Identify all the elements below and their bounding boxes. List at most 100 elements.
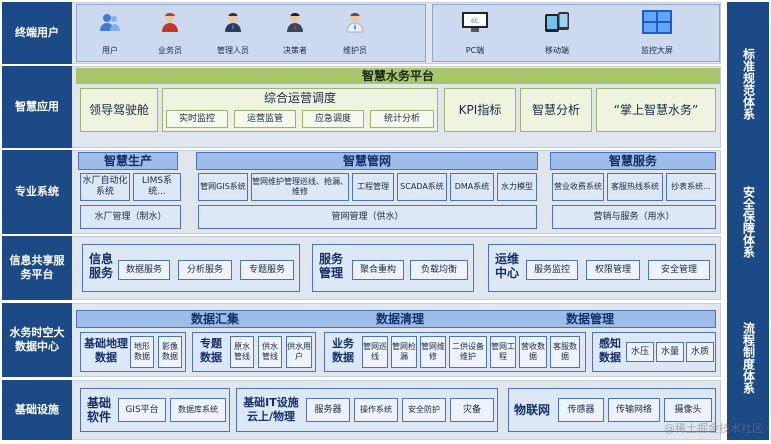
salesperson-icon — [155, 10, 185, 34]
gis-platform-box[interactable]: GIS平台 — [118, 398, 166, 422]
network-management-bar[interactable]: 管网管理（供水） — [198, 205, 537, 229]
data-manage-title: 数据管理 — [565, 312, 614, 326]
infra-label: 基础设施 — [2, 380, 72, 440]
geo-data-title: 基础地理数据 — [84, 337, 128, 364]
topic-data-title: 专题数据 — [200, 337, 222, 364]
hotline-system-box[interactable]: 客服热线系统 — [607, 173, 663, 201]
database-system-box[interactable]: 数据库系统 — [170, 398, 226, 422]
data-service-box[interactable]: 数据服务 — [118, 260, 170, 280]
volume-box[interactable]: 水量 — [656, 342, 684, 362]
aggregation-box[interactable]: 聚合重构 — [352, 260, 404, 280]
service-mgmt-title: 服务管理 — [318, 252, 343, 280]
pc-caption: PC端 — [465, 46, 485, 55]
cockpit-box[interactable]: 领导驾驶舱 — [80, 88, 158, 132]
marketing-service-bar[interactable]: 营销与服务（用水） — [552, 205, 716, 229]
smart-network-title: 智慧管网 — [196, 152, 538, 170]
network-maintenance-box[interactable]: 管网维护管理巡线、抢漏、维修 — [251, 173, 349, 201]
service-monitor-box[interactable]: 服务监控 — [526, 260, 578, 280]
ops-item-realtime[interactable]: 实时监控 — [166, 110, 228, 128]
infra-text: 基础设施 — [15, 403, 59, 416]
disaster-backup-box[interactable]: 灾备 — [450, 398, 494, 422]
mobile-icon — [540, 10, 574, 34]
imagery-data-box[interactable]: 影像数据 — [158, 336, 182, 368]
mobile-water-box[interactable]: “掌上智慧水务” — [596, 88, 716, 132]
business-data-title: 业务数据 — [332, 337, 354, 364]
dma-box[interactable]: DMA系统 — [450, 173, 494, 201]
analysis-service-box[interactable]: 分析服务 — [178, 260, 232, 280]
manager-caption: 管理人员 — [217, 46, 249, 55]
engineering-mgmt-box[interactable]: 工程管理 — [352, 173, 394, 201]
terminal-users-label: 终端用户 — [2, 2, 72, 64]
plant-management-bar[interactable]: 水厂管理（制水） — [80, 205, 181, 229]
camera-box[interactable]: 摄像头 — [664, 398, 712, 422]
data-pipeline-header — [76, 310, 716, 328]
standards-system-label: 标准规范体系 — [741, 48, 756, 120]
hydraulic-model-box[interactable]: 水力模型 — [497, 173, 537, 201]
smart-apps-label: 智慧应用 — [2, 66, 72, 148]
info-service-title: 信息服务 — [88, 252, 113, 280]
mobile-caption: 移动端 — [545, 46, 569, 55]
iot-title: 物联网 — [513, 403, 550, 417]
smart-production-title: 智慧生产 — [78, 152, 178, 170]
cs-data-box[interactable]: 客服数据 — [550, 336, 580, 368]
supply-user-box[interactable]: 供水用户 — [286, 336, 312, 368]
topic-service-box[interactable]: 专题服务 — [240, 260, 294, 280]
security-mgmt-box[interactable]: 安全管理 — [648, 260, 710, 280]
ops-center-title: 运维中心 — [494, 252, 519, 280]
revenue-data-box[interactable]: 营收数据 — [519, 336, 547, 368]
terrain-data-box[interactable]: 地形数据 — [130, 336, 154, 368]
meter-reading-box[interactable]: 抄表系统... — [666, 173, 716, 201]
scada-box[interactable]: SCADA系统 — [397, 173, 447, 201]
decision-maker-caption: 决策者 — [283, 46, 307, 55]
smart-analysis-box[interactable]: 智慧分析 — [520, 88, 592, 132]
info-share-label: 信息共享服务平台 — [2, 236, 72, 300]
patrol-box[interactable]: 管网巡线 — [362, 336, 388, 368]
repair-box[interactable]: 管网维修 — [420, 336, 446, 368]
plant-automation-box[interactable]: 水厂自动化系统 — [80, 173, 130, 201]
manager-icon — [218, 10, 248, 34]
ops-item-statistics[interactable]: 统计分析 — [370, 110, 434, 128]
side-systems-bar: 标准规范体系 安全保障体系 流程制度体系 — [727, 2, 769, 440]
security-protection-box[interactable]: 安全防护 — [402, 398, 446, 422]
permission-mgmt-box[interactable]: 权限管理 — [586, 260, 640, 280]
lims-box[interactable]: LIMS系统... — [133, 173, 181, 201]
network-gis-box[interactable]: 管网GIS系统 — [198, 173, 248, 201]
transmission-network-box[interactable]: 传输网络 — [608, 398, 660, 422]
network-project-box[interactable]: 管网工程 — [490, 336, 516, 368]
pro-systems-text: 专业系统 — [15, 185, 59, 198]
salesperson-caption: 业务员 — [158, 46, 182, 55]
smart-service-title: 智慧服务 — [550, 152, 716, 170]
os-box[interactable]: 操作系统 — [354, 398, 398, 422]
maintainer-icon — [340, 10, 370, 34]
load-balance-box[interactable]: 负载均衡 — [410, 260, 468, 280]
pressure-box[interactable]: 水压 — [626, 342, 654, 362]
maintainer-caption: 维护员 — [343, 46, 367, 55]
leak-detect-box[interactable]: 管网检漏 — [391, 336, 417, 368]
it-infra-title: 基础IT设施云上/物理 — [243, 396, 299, 423]
bigdata-text: 水务时空大数据中心 — [9, 326, 65, 353]
ops-item-supervision[interactable]: 运营监管 — [234, 110, 296, 128]
pc-icon: 6C — [458, 10, 492, 34]
security-system-label: 安全保障体系 — [741, 186, 756, 258]
smart-apps-text: 智慧应用 — [15, 100, 59, 113]
monitor-wall-caption: 监控大屏 — [641, 46, 673, 55]
ops-item-emergency[interactable]: 应急调度 — [302, 110, 364, 128]
base-software-title: 基础软件 — [86, 396, 111, 424]
ops-dispatch-title: 综合运营调度 — [263, 91, 336, 105]
billing-system-box[interactable]: 营业收费系统 — [552, 173, 604, 201]
server-box[interactable]: 服务器 — [306, 398, 350, 422]
smart-water-platform-title: 智慧水务平台 — [76, 68, 720, 84]
quality-box[interactable]: 水质 — [686, 342, 714, 362]
sensor-box[interactable]: 传感器 — [558, 398, 604, 422]
svg-text:6C: 6C — [471, 18, 479, 25]
user-icon — [95, 10, 125, 34]
data-collect-title: 数据汇集 — [190, 312, 239, 326]
raw-water-pipe-box[interactable]: 原水管线 — [230, 336, 254, 368]
secondary-supply-box[interactable]: 二供设备维护 — [449, 336, 487, 368]
supply-pipe-box[interactable]: 供水管线 — [258, 336, 282, 368]
kpi-box[interactable]: KPI指标 — [444, 88, 516, 132]
watermark: @稀土掘金技术社区 — [664, 422, 763, 435]
decision-maker-icon — [280, 10, 310, 34]
data-clean-title: 数据清理 — [375, 312, 424, 326]
info-share-text: 信息共享服务平台 — [9, 254, 65, 281]
